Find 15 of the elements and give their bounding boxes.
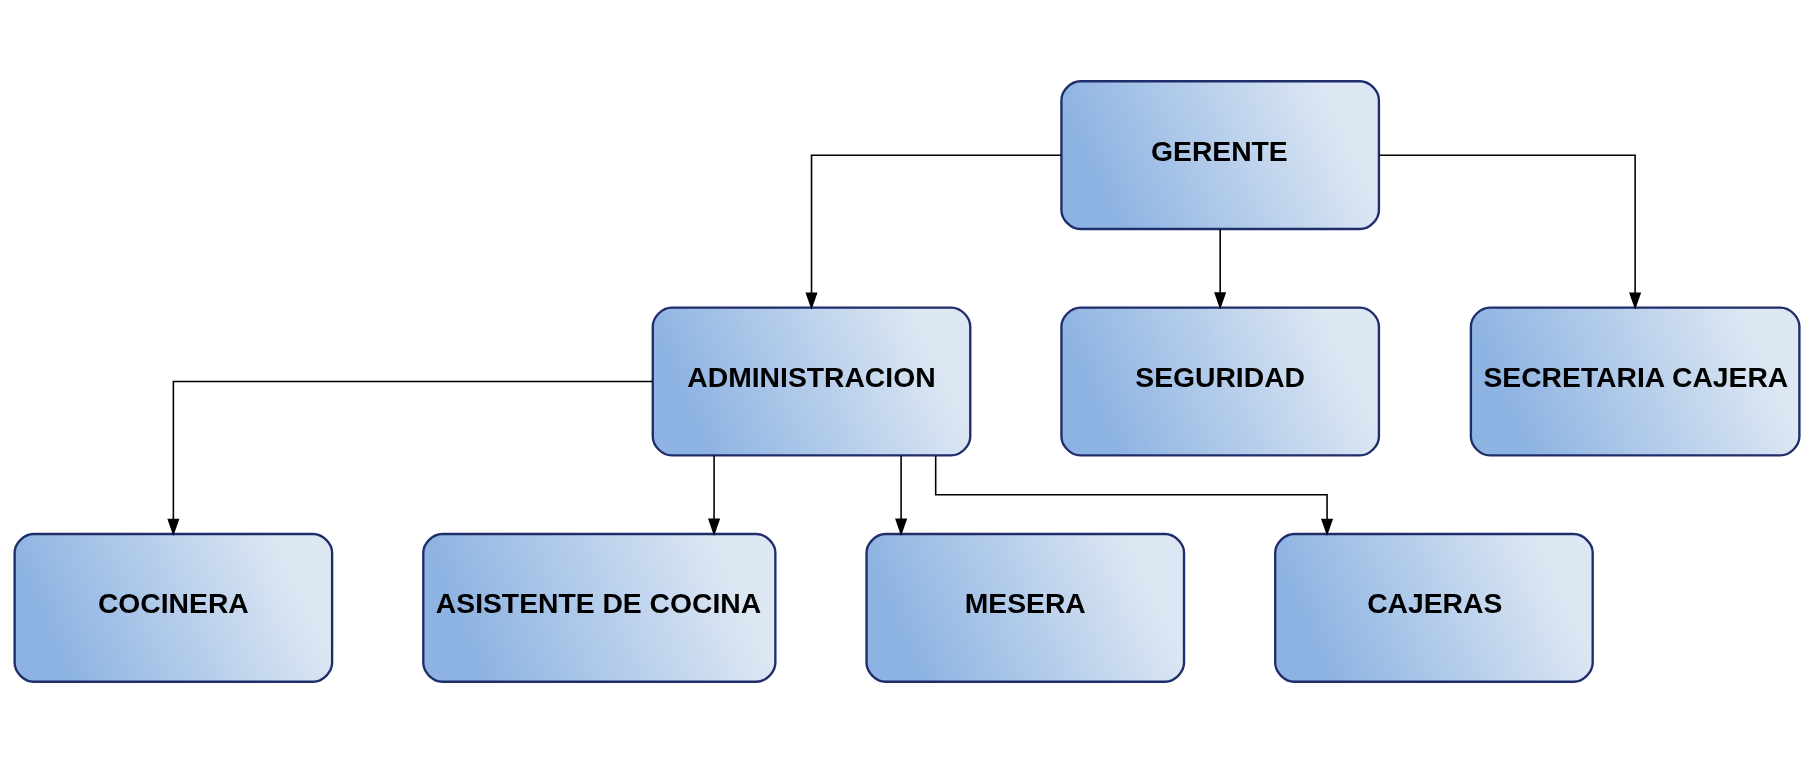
node-box: SECRETARIA CAJERA [1469, 306, 1801, 457]
node-box: ADMINISTRACION [651, 306, 972, 457]
node-box: ASISTENTE DE COCINA [422, 532, 777, 683]
node-box: SEGURIDAD [1060, 306, 1381, 457]
node-box: GERENTE [1060, 80, 1381, 231]
arrow [167, 380, 654, 537]
node-box: MESERA [865, 532, 1186, 683]
node-box: CAJERAS [1274, 532, 1594, 683]
node-box: COCINERA [13, 532, 334, 683]
arrow [805, 154, 1062, 310]
arrow [895, 454, 908, 536]
arrow [1378, 154, 1642, 310]
arrow [934, 454, 1334, 536]
arrow [1214, 228, 1227, 310]
arrow [708, 454, 721, 536]
